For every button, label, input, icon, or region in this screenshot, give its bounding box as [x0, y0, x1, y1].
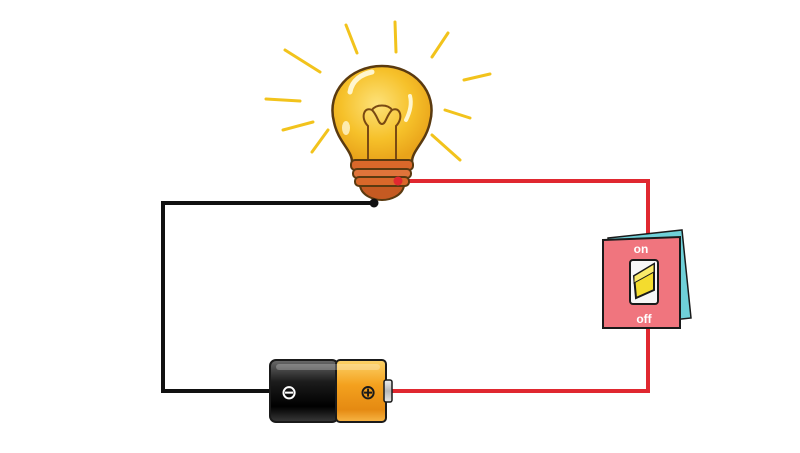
light-bulb	[331, 64, 433, 208]
bulb-red-terminal	[393, 176, 403, 186]
battery-negative-symbol: ⊖	[281, 380, 298, 404]
bulb-base	[350, 159, 414, 202]
switch-on-label: on	[634, 242, 649, 256]
bulb-black-terminal	[369, 198, 379, 208]
battery: ⊖ ⊕	[269, 359, 393, 423]
switch-off-label: off	[636, 312, 652, 326]
light-rays	[264, 20, 492, 162]
switch-toggle[interactable]	[629, 259, 659, 305]
black-wire	[161, 201, 373, 393]
battery-positive-symbol: ⊕	[360, 380, 377, 404]
filament	[362, 104, 402, 160]
switch[interactable]: on off	[602, 229, 692, 329]
red-wire	[392, 179, 650, 393]
